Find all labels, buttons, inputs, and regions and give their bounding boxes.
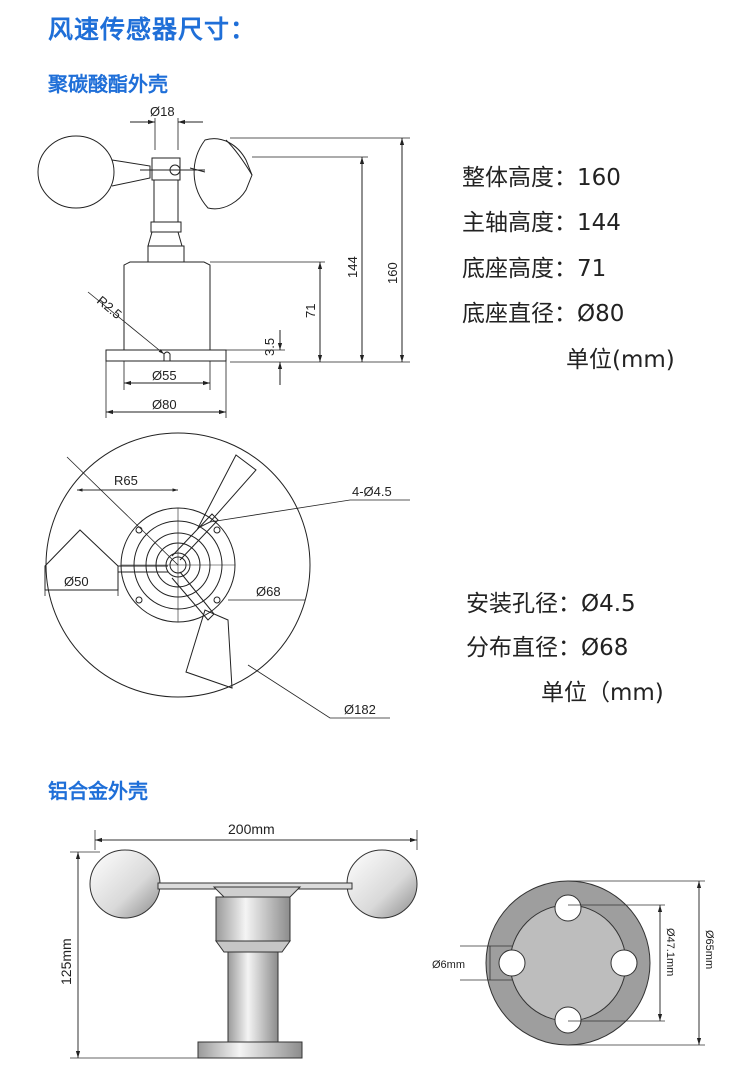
dim-d18: Ø18	[150, 104, 175, 119]
dim-d55: Ø55	[152, 368, 177, 383]
right-cone-cup	[193, 138, 253, 210]
dim-d68: Ø68	[256, 584, 281, 599]
spec-mount-hole: 安装孔径：Ø4.5	[466, 591, 636, 617]
dim-d47: Ø47.1mm	[664, 928, 676, 976]
dim-r65: R65	[114, 473, 138, 488]
spec-shaft-height: 主轴高度：144	[462, 210, 621, 236]
dim-h160: 160	[385, 262, 400, 284]
unit-label-2: 单位（mm)	[541, 680, 664, 706]
bottom-holes	[498, 894, 638, 1034]
page-title: 风速传感器尺寸：	[48, 15, 257, 44]
dim-d50: Ø50	[64, 574, 89, 589]
dim-d6: Ø6mm	[432, 959, 465, 971]
dim-h125: 125mm	[58, 938, 74, 985]
section-heading-polycarbonate: 聚碳酸酯外壳	[48, 72, 168, 96]
dim-d65: Ø65mm	[703, 930, 715, 969]
dim-h35: 3.5	[262, 338, 277, 356]
dim-d182: Ø182	[344, 702, 376, 717]
arm-cup-upper	[196, 454, 257, 530]
spec-base-diameter: 底座直径：Ø80	[462, 301, 625, 327]
aluminum-bottom-drawing	[460, 880, 705, 1046]
spec-distribution-diameter: 分布直径：Ø68	[466, 635, 629, 661]
spec-total-height: 整体高度：160	[462, 165, 621, 191]
dim-w200: 200mm	[228, 821, 275, 837]
left-cup	[37, 135, 115, 209]
top-view-drawing	[44, 432, 410, 719]
dim-h71: 71	[303, 304, 318, 318]
spec-base-height: 底座高度：71	[462, 256, 607, 282]
dim-r25: R2.5	[94, 293, 125, 322]
dim-d80: Ø80	[152, 397, 177, 412]
dim-holes: 4-Ø4.5	[352, 484, 392, 499]
arm-cup-lower	[185, 609, 233, 689]
unit-label-1: 单位(mm)	[566, 347, 675, 373]
aluminum-side-drawing	[70, 830, 418, 1059]
dim-h144: 144	[345, 256, 360, 278]
section-heading-aluminum: 铝合金外壳	[48, 779, 148, 803]
side-view-drawing	[37, 118, 410, 418]
